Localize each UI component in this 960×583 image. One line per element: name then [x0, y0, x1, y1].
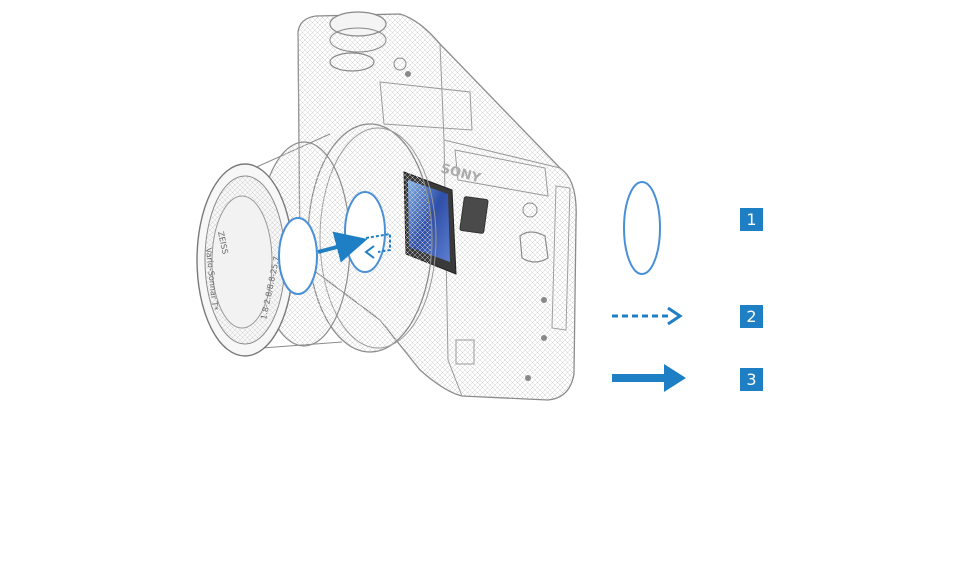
- reflection-arrowhead-icon: [364, 245, 375, 259]
- legend-number-1: 1: [740, 208, 763, 231]
- legend-number-3: 3: [740, 368, 763, 391]
- reflection-dashed-path: [365, 232, 391, 253]
- rear-lens-element: [344, 191, 386, 273]
- legend-solid-arrow-icon: [612, 364, 686, 392]
- legend-lens-element-icon: [623, 181, 661, 275]
- front-lens-element: [278, 217, 318, 295]
- lens-barrel: ZEISS Vario-Sonnar T* 1.8-2.8/8.8-25.7: [196, 123, 437, 357]
- legend-dashed-arrow-icon: [612, 306, 683, 326]
- legend-number-2: 2: [740, 305, 763, 328]
- light-path-solid-arrow: [317, 231, 368, 263]
